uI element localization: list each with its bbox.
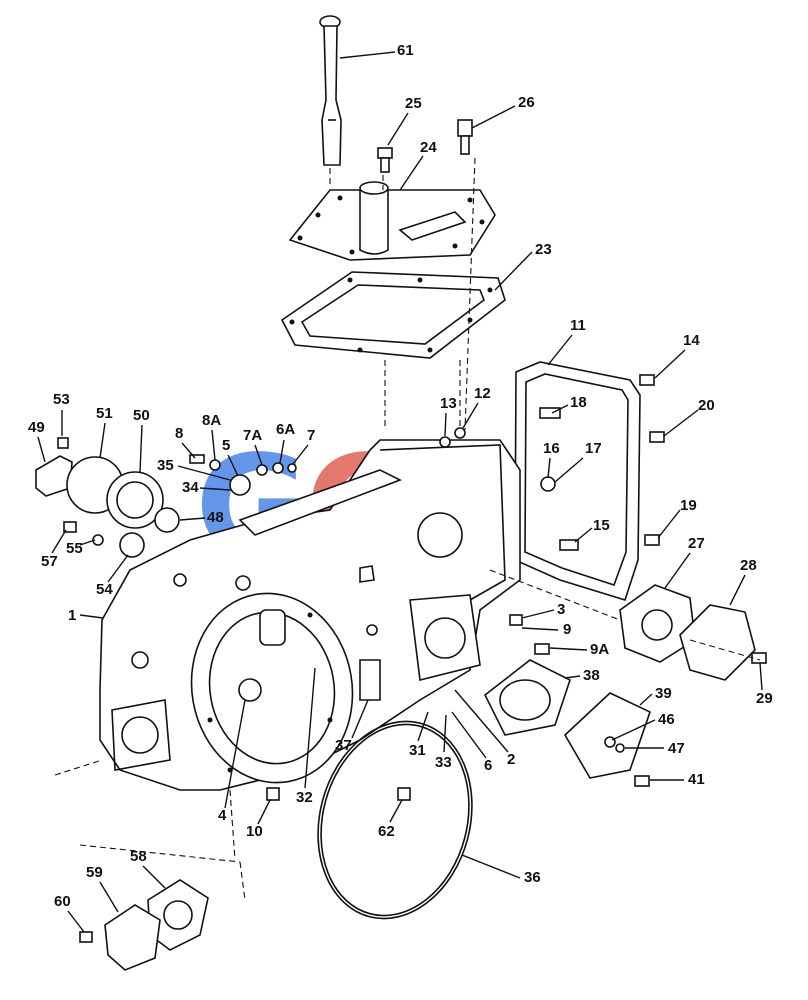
- callout-8: 8: [175, 425, 183, 442]
- callout-59: 59: [86, 864, 103, 881]
- callout-20: 20: [698, 397, 715, 414]
- drain-plug: [266, 787, 280, 801]
- callout-6A: 6A: [276, 421, 295, 438]
- callout-50: 50: [133, 407, 150, 424]
- callout-32: 32: [296, 789, 313, 806]
- callout-34: 34: [182, 479, 199, 496]
- callout-8A: 8A: [202, 412, 221, 429]
- callout-57: 57: [41, 553, 58, 570]
- callout-16: 16: [543, 440, 560, 457]
- callout-14: 14: [683, 332, 700, 349]
- callout-1: 1: [68, 607, 76, 624]
- o-ring: [317, 720, 473, 920]
- callout-27: 27: [688, 535, 705, 552]
- pto-cover-group: [35, 437, 180, 558]
- callout-13: 13: [440, 395, 457, 412]
- callout-38: 38: [583, 667, 600, 684]
- callout-29: 29: [756, 690, 773, 707]
- callout-4: 4: [218, 807, 227, 824]
- callout-47: 47: [668, 740, 685, 757]
- callout-9: 9: [563, 621, 571, 638]
- callout-5: 5: [222, 437, 230, 454]
- top-cover-gasket: [280, 271, 506, 359]
- alignment-lines: [54, 157, 761, 901]
- callout-12: 12: [474, 385, 491, 402]
- callout-18: 18: [570, 394, 587, 411]
- right-side-covers: [483, 584, 767, 787]
- callout-37: 37: [335, 737, 352, 754]
- callout-53: 53: [53, 391, 70, 408]
- callout-23: 23: [535, 241, 552, 258]
- callout-28: 28: [740, 557, 757, 574]
- callout-3: 3: [557, 601, 565, 618]
- callout-48: 48: [207, 509, 224, 526]
- callouts: 61 25 26 24 23 11 14 13 12 18 20 53 51 5…: [28, 42, 773, 933]
- callout-58: 58: [130, 848, 147, 865]
- callout-2: 2: [507, 751, 515, 768]
- top-cover: [288, 181, 496, 261]
- bottom-cover-group: [79, 879, 209, 971]
- side-cover-gasket: [514, 361, 641, 601]
- callout-26: 26: [518, 94, 535, 111]
- hardware-cluster: [189, 454, 402, 536]
- callout-25: 25: [405, 95, 422, 112]
- callout-49: 49: [28, 419, 45, 436]
- callout-19: 19: [680, 497, 697, 514]
- callout-33: 33: [435, 754, 452, 771]
- callout-7A: 7A: [243, 427, 262, 444]
- callout-11: 11: [570, 317, 586, 334]
- shift-lever: [319, 15, 342, 166]
- stud-26: [457, 119, 473, 155]
- callout-36: 36: [524, 869, 541, 886]
- callout-51: 51: [96, 405, 113, 422]
- bolt-62: [397, 787, 411, 801]
- studs: [439, 374, 665, 551]
- callout-55: 55: [66, 540, 83, 557]
- transmission-case: [99, 439, 521, 791]
- callout-60: 60: [54, 893, 71, 910]
- callout-39: 39: [655, 685, 672, 702]
- callout-15: 15: [593, 517, 610, 534]
- callout-24: 24: [420, 139, 437, 156]
- bolt-25: [377, 147, 393, 173]
- callout-6: 6: [484, 757, 492, 774]
- callout-61: 61: [397, 42, 414, 59]
- callout-54: 54: [96, 581, 113, 598]
- callout-9A: 9A: [590, 641, 609, 658]
- callout-31: 31: [409, 742, 426, 759]
- callout-35: 35: [157, 457, 174, 474]
- callout-10: 10: [246, 823, 263, 840]
- callout-46: 46: [658, 711, 675, 728]
- callout-62: 62: [378, 823, 395, 840]
- callout-17: 17: [585, 440, 602, 457]
- callout-41: 41: [688, 771, 705, 788]
- callout-7: 7: [307, 427, 315, 444]
